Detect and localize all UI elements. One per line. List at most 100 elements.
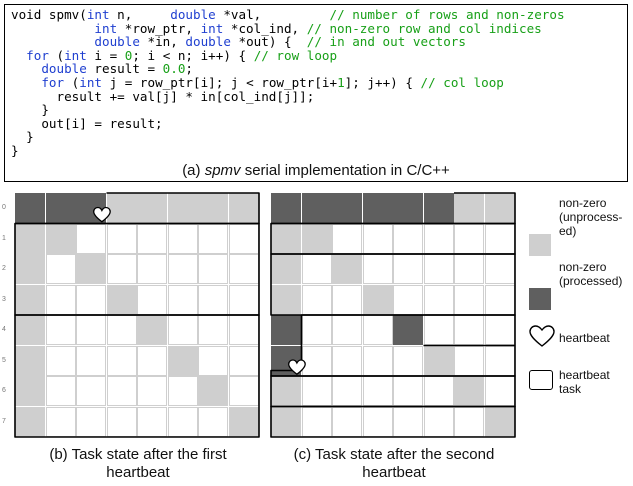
matrix-cell-unprocessed: [271, 406, 301, 437]
code-token: double: [170, 7, 216, 22]
code-line: out[i] = result;: [11, 115, 163, 131]
code-token: int: [64, 47, 87, 63]
matrix-cell-empty: [228, 345, 259, 376]
matrix-cell-empty: [76, 284, 106, 315]
code-token: j = row_ptr[i]; j < row_ptr[i+: [102, 74, 338, 90]
matrix-cell-empty: [198, 315, 228, 345]
task-boundaries: [270, 192, 516, 438]
code-token: 1: [337, 74, 345, 90]
code-line: result += val[j] * in[col_ind[j]];: [11, 89, 314, 104]
code-token: n,: [109, 7, 171, 22]
code-token: ]; j++) {: [344, 74, 421, 90]
matrix-cell-unprocessed: [45, 223, 76, 254]
matrix-cell-empty: [362, 223, 393, 254]
panel-c-caption-line2: heartbeat: [362, 464, 426, 481]
matrix-cell-unprocessed: [362, 284, 393, 315]
task-outline: [270, 222, 516, 255]
row-index-label: 6: [2, 387, 6, 394]
matrix-cell-empty: [45, 345, 76, 376]
code-token: result += val[j] * in[col_ind[j]];: [11, 88, 315, 104]
matrix-cell-empty: [301, 315, 332, 345]
task-outline: [14, 314, 260, 438]
code-line: void spmv(int n, double *val, // number …: [11, 7, 565, 22]
code-token: *in,: [139, 34, 186, 50]
code-token: out[i] = result;: [11, 115, 163, 131]
matrix-cell-unprocessed: [167, 345, 198, 376]
legend-task-line1: heartbeat: [559, 368, 610, 382]
code-token: void spmv(: [11, 7, 87, 22]
matrix-cell-empty: [393, 223, 423, 254]
code-caption: (a) spmv serial implementation in C/C++: [5, 162, 627, 179]
matrix-cell-unprocessed: [15, 315, 45, 345]
matrix-cell-processed: [393, 315, 423, 345]
matrix-cell-empty: [76, 406, 106, 437]
code-token: ; i < n; i++) {: [132, 47, 254, 63]
code-token: int: [94, 20, 118, 36]
matrix-cell-empty: [198, 406, 228, 437]
matrix-cell-processed: [45, 193, 76, 223]
matrix-cell-empty: [393, 406, 423, 437]
row-index-label: 5: [2, 356, 6, 364]
matrix-cell-processed: [271, 193, 301, 223]
matrix-cell-empty: [484, 315, 515, 345]
matrix-cell-empty: [393, 345, 423, 376]
matrix-cell-empty: [137, 376, 167, 406]
matrix-cell-empty: [45, 406, 76, 437]
matrix-cell-unprocessed: [228, 406, 259, 437]
matrix-cell-empty: [76, 345, 106, 376]
matrix-cell-processed: [393, 193, 423, 223]
matrix-cell-unprocessed: [198, 193, 228, 223]
code-caption-italic: spmv: [204, 162, 241, 179]
code-token: double: [41, 61, 87, 77]
matrix-cell-empty: [332, 345, 362, 376]
code-line: double *in, double *out) { // in and out…: [11, 34, 466, 49]
matrix-cell-empty: [45, 254, 76, 284]
matrix-cell-empty: [167, 254, 198, 284]
matrix-cell-processed: [362, 193, 393, 223]
matrix-cell-empty: [484, 345, 515, 376]
matrix-cell-empty: [198, 284, 228, 315]
legend-processed-line1: non-zero: [559, 260, 607, 274]
matrix-cell-empty: [76, 315, 106, 345]
matrix-cell-empty: [228, 223, 259, 254]
matrix-cell-empty: [167, 284, 198, 315]
matrix-cell-unprocessed: [15, 345, 45, 376]
code-line: double result = 0.0;: [11, 61, 193, 76]
processed-swatch: [529, 288, 551, 310]
code-token: *row_ptr,: [117, 20, 201, 36]
matrix-cell-empty: [137, 406, 167, 437]
task-outline: [15, 192, 260, 225]
code-caption-prefix: (a): [182, 162, 205, 179]
task-boundaries: [14, 192, 260, 438]
row-index-label: 3: [2, 295, 6, 303]
matrix-cell-empty: [228, 254, 259, 284]
code-line: }: [11, 129, 34, 144]
row-index-label: 1: [2, 234, 6, 242]
matrix-cell-unprocessed: [228, 193, 259, 223]
matrix-cell-unprocessed: [106, 284, 137, 315]
matrix-cell-empty: [198, 254, 228, 284]
legend-task-line2: task: [559, 382, 582, 396]
code-listing-box: void spmv( int n, double *val, // number …: [4, 4, 628, 182]
code-token: // col loop: [420, 74, 504, 90]
matrix-cell-empty: [137, 345, 167, 376]
code-caption-suffix: serial implementation in C/C++: [240, 162, 450, 179]
matrix-cell-unprocessed: [198, 376, 228, 406]
task-outline: [270, 253, 516, 316]
code-token: *out) {: [230, 34, 307, 50]
task-outline: [270, 375, 516, 408]
legend-task-label: heartbeat task: [559, 368, 610, 396]
matrix-cell-empty: [454, 254, 484, 284]
panel-b-caption-line1: (b) Task state after the first: [49, 446, 227, 463]
code-token: *val,: [215, 7, 330, 22]
code-token: // number of rows and non-zeros: [329, 7, 565, 22]
matrix-cell-unprocessed: [15, 254, 45, 284]
matrix-cell-empty: [167, 406, 198, 437]
legend-unprocessed-line3: ed): [559, 224, 577, 238]
code-token: for: [26, 47, 49, 63]
code-token: double: [94, 34, 140, 50]
matrix-cell-unprocessed: [15, 406, 45, 437]
legend-processed-line2: (processed): [559, 274, 623, 288]
row-index-label: 2: [2, 265, 6, 272]
spmv-code: void spmv( int n, double *val, // number …: [11, 8, 565, 158]
